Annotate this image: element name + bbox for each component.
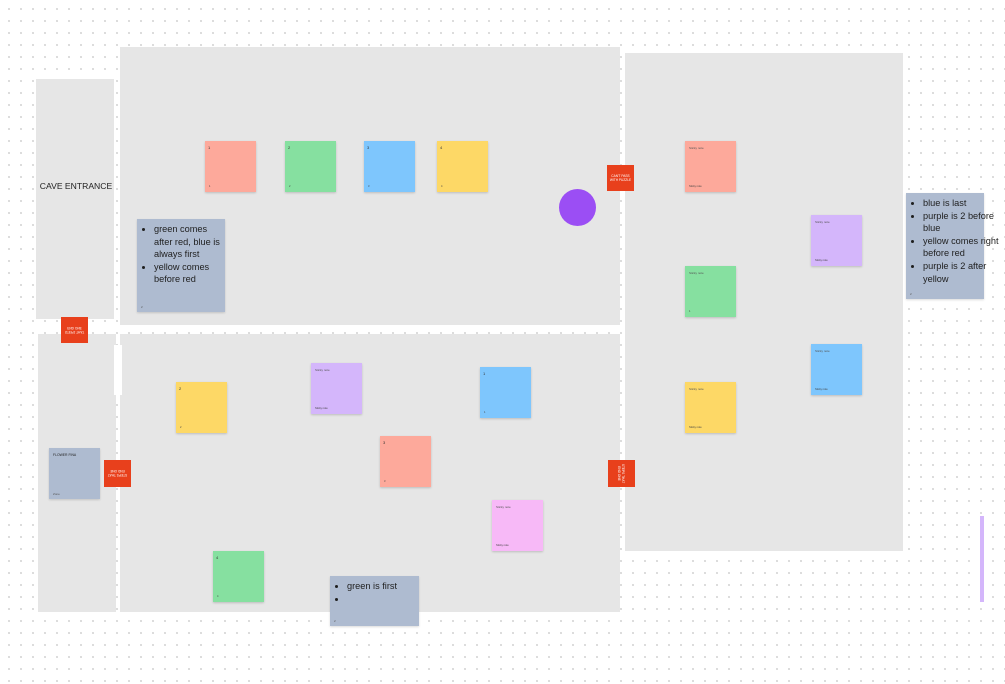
cave-entrance-label: CAVE ENTRANCE bbox=[39, 181, 113, 191]
sticky-note-blue[interactable]: 3 3 bbox=[364, 141, 415, 192]
clue-item bbox=[347, 593, 419, 606]
sticky-title: Sticky note bbox=[689, 146, 704, 150]
door-tag-left[interactable]: STEPS THAT END ONE bbox=[61, 317, 88, 343]
sticky-footer: 4 bbox=[441, 185, 443, 188]
sticky-footer: Sticky note bbox=[689, 185, 702, 188]
sticky-footer: 1 bbox=[484, 411, 486, 414]
offscreen-sticky-edge[interactable] bbox=[980, 516, 984, 602]
sticky-note-red[interactable]: Sticky note Sticky note bbox=[685, 141, 736, 192]
sticky-footer: Sticky note bbox=[496, 544, 509, 547]
clue-item: yellow comes right before red bbox=[923, 235, 1005, 260]
sticky-footer: 1 bbox=[689, 310, 691, 313]
note-footer: Zone bbox=[53, 492, 60, 496]
sticky-title: Sticky note bbox=[815, 349, 830, 353]
sticky-note-red[interactable]: 3 3 bbox=[380, 436, 431, 487]
sticky-note-blue[interactable]: Sticky note Sticky note bbox=[811, 344, 862, 395]
sticky-number: 4 bbox=[216, 555, 219, 560]
door-tag-flower[interactable]: STEPS THAT END ONE bbox=[104, 460, 131, 487]
cave-entrance-region bbox=[36, 79, 114, 319]
clue-item: purple is 2 before blue bbox=[923, 210, 1005, 235]
bottom-room-region bbox=[120, 334, 620, 612]
sticky-note-yellow[interactable]: 2 2 bbox=[176, 382, 227, 433]
clue-item: green is first bbox=[347, 580, 419, 593]
clue-note-room1[interactable]: green comes after red, blue is always fi… bbox=[137, 219, 225, 312]
sticky-number: 4 bbox=[440, 145, 443, 150]
sticky-footer: Sticky note bbox=[815, 259, 828, 262]
sticky-note-pink[interactable]: Sticky note Sticky note bbox=[492, 500, 543, 551]
clue-note-room2[interactable]: green is first 2 bbox=[330, 576, 419, 626]
sticky-number: 1 bbox=[483, 371, 486, 376]
sticky-note-purple[interactable]: Sticky note Sticky note bbox=[311, 363, 362, 414]
sticky-footer: 2 bbox=[289, 185, 291, 188]
door-tag-middle[interactable]: STEPS THAT END ONE bbox=[608, 460, 635, 487]
sticky-footer: 3 bbox=[368, 185, 370, 188]
sticky-footer: 3 bbox=[384, 480, 386, 483]
sticky-note-yellow[interactable]: 4 4 bbox=[437, 141, 488, 192]
right-room-region bbox=[625, 53, 903, 551]
sticky-title: Sticky note bbox=[689, 271, 704, 275]
flower-note-title: FLOWER FINA bbox=[53, 453, 77, 457]
flower-note[interactable]: FLOWER FINA Zone bbox=[49, 448, 100, 499]
door-tag-top-right[interactable]: CAN'T PASS WITH PUZZLE bbox=[607, 165, 634, 191]
sticky-footer: 1 bbox=[209, 185, 211, 188]
sticky-footer: 2 bbox=[180, 426, 182, 429]
sticky-note-blue[interactable]: 1 1 bbox=[480, 367, 531, 418]
clue-item: purple is 2 after yellow bbox=[923, 260, 1005, 285]
connector-region bbox=[114, 345, 122, 395]
sticky-number: 3 bbox=[367, 145, 370, 150]
sticky-title: Sticky note bbox=[315, 368, 330, 372]
clue-note-right[interactable]: blue is last purple is 2 before blue yel… bbox=[906, 193, 999, 299]
sticky-note-green[interactable]: Sticky note 1 bbox=[685, 266, 736, 317]
clue-item: blue is last bbox=[923, 197, 1005, 210]
sticky-footer: Sticky note bbox=[815, 388, 828, 391]
sticky-number: 2 bbox=[179, 386, 182, 391]
sticky-note-green[interactable]: 2 2 bbox=[285, 141, 336, 192]
note-footer: 2 bbox=[910, 292, 912, 296]
purple-circle-marker[interactable] bbox=[559, 189, 596, 226]
sticky-number: 1 bbox=[208, 145, 211, 150]
sticky-number: 2 bbox=[288, 145, 291, 150]
sticky-note-green[interactable]: 4 4 bbox=[213, 551, 264, 602]
sticky-number: 3 bbox=[383, 440, 386, 445]
sticky-title: Sticky note bbox=[496, 505, 511, 509]
sticky-note-yellow[interactable]: Sticky note Sticky note bbox=[685, 382, 736, 433]
note-footer: 2 bbox=[141, 305, 143, 309]
clue-item: yellow comes before red bbox=[154, 261, 225, 286]
clue-item: green comes after red, blue is always fi… bbox=[154, 223, 225, 261]
sticky-note-purple[interactable]: Sticky note Sticky note bbox=[811, 215, 862, 266]
sticky-title: Sticky note bbox=[689, 387, 704, 391]
note-footer: 2 bbox=[334, 619, 336, 623]
sticky-footer: Sticky note bbox=[689, 426, 702, 429]
sticky-footer: Sticky note bbox=[315, 407, 328, 410]
sticky-footer: 4 bbox=[217, 595, 219, 598]
sticky-title: Sticky note bbox=[815, 220, 830, 224]
sticky-note-red[interactable]: 1 1 bbox=[205, 141, 256, 192]
